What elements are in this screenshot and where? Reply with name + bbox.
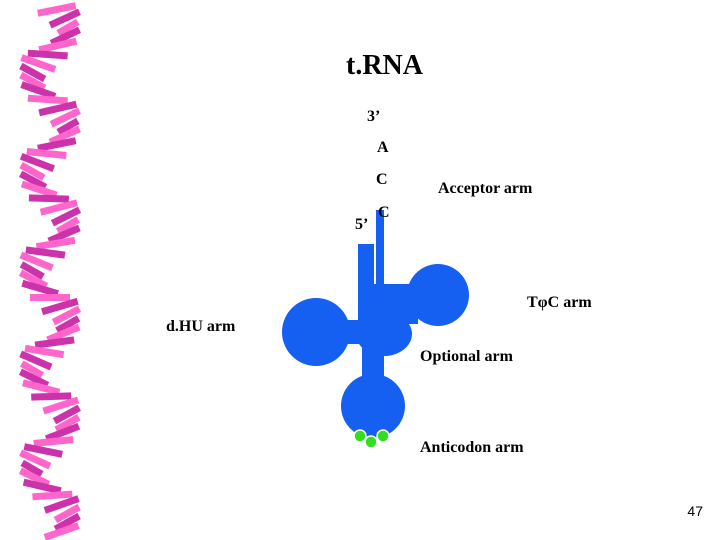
optional-arm-label: Optional arm (420, 348, 513, 366)
nucleotide-a: A (377, 139, 389, 157)
slide-title: t.RNA (346, 50, 423, 82)
anticodon-arm-label: Anticodon arm (420, 439, 524, 457)
nucleotide-c-2: C (378, 204, 390, 222)
acceptor-arm-label: Acceptor arm (438, 180, 532, 198)
anticodon-base-3 (377, 430, 389, 442)
page-number: 47 (687, 503, 703, 519)
anticodon-loop (341, 374, 405, 438)
tpsic-arm-label: TφC arm (527, 294, 592, 312)
anticodon-base-1 (354, 430, 366, 442)
tpsic-suffix: C arm (548, 294, 592, 311)
three-prime-end-label: 3’ (367, 108, 380, 126)
nucleotide-c-1: C (376, 171, 388, 189)
tpsic-prefix: T (527, 294, 538, 311)
anticodon-base-2 (365, 436, 377, 448)
psi-symbol: φ (538, 294, 548, 311)
dhu-loop (282, 298, 350, 366)
tpsic-loop (407, 264, 469, 326)
five-prime-end-label: 5’ (355, 216, 368, 234)
dhu-arm-label: d.HU arm (166, 318, 235, 336)
